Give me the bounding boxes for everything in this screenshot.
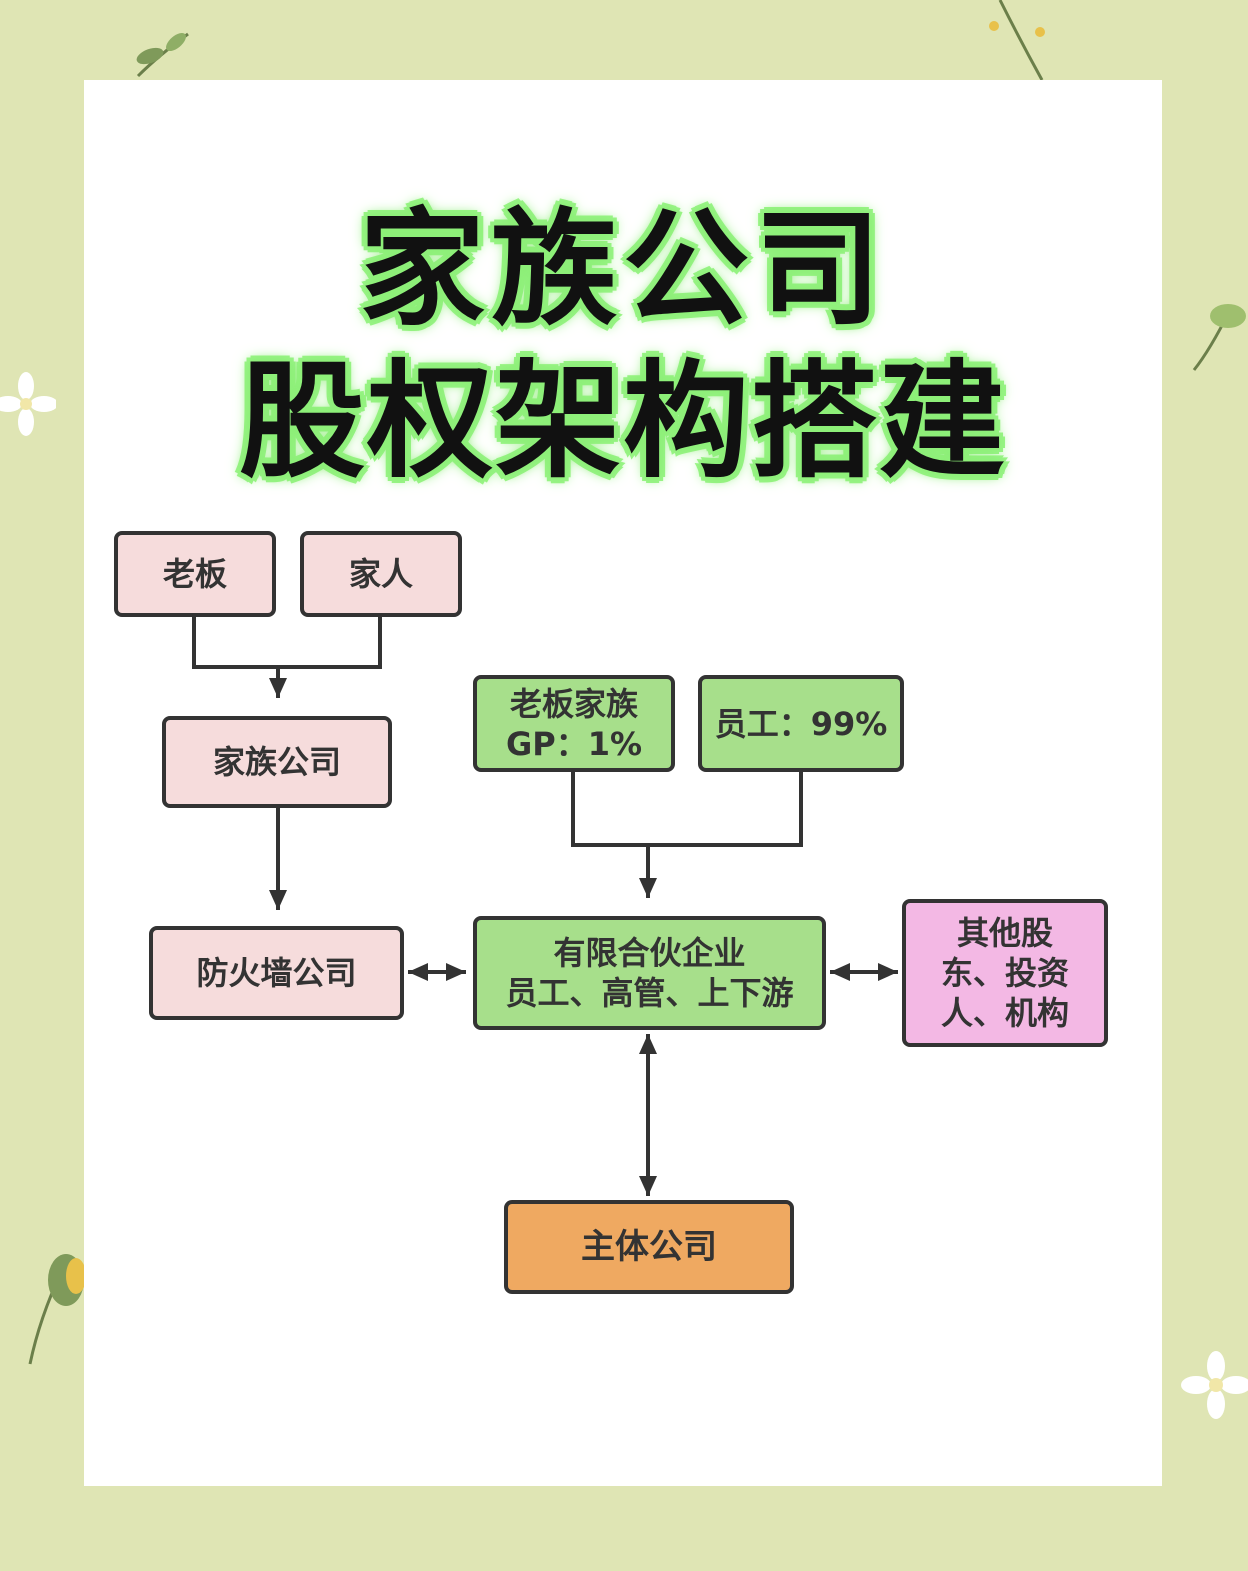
node-main-company-label: 主体公司: [581, 1226, 717, 1267]
node-family: 家人: [300, 531, 462, 617]
node-boss-family-gp: 老板家族 GP：1%: [473, 675, 675, 772]
connector-boss-family: [192, 615, 382, 669]
node-family-company-label: 家族公司: [212, 743, 341, 781]
node-family-label: 家人: [348, 555, 413, 593]
leaf-sprig-icon: [136, 32, 189, 78]
page-title-line-2: 股权架构搭建: [239, 348, 1007, 495]
branch-icon: [989, 0, 1045, 80]
flower-icon: [1181, 1351, 1248, 1419]
bud-icon: [28, 1254, 84, 1365]
node-employees-label: 员工：99%: [714, 704, 888, 743]
node-limited-partnership-line-1: 有限合伙企业: [553, 934, 746, 972]
node-boss-family-gp-line-1: 老板家族: [509, 684, 638, 723]
node-boss: 老板: [114, 531, 276, 617]
node-other-shareholders: 其他股 东、投资 人、机构: [902, 899, 1108, 1047]
bud-icon: [1192, 304, 1246, 371]
node-boss-label: 老板: [162, 555, 227, 593]
connector-gp-employees: [571, 772, 803, 847]
node-other-shareholders-line-1: 其他股: [956, 914, 1053, 952]
node-boss-family-gp-line-2: GP：1%: [505, 724, 643, 763]
node-employees: 员工：99%: [698, 675, 904, 772]
flower-icon: [0, 372, 56, 436]
page-title-line-1: 家族公司: [359, 196, 887, 343]
node-main-company: 主体公司: [504, 1200, 794, 1294]
node-firewall-company-label: 防火墙公司: [196, 954, 357, 992]
node-other-shareholders-line-3: 人、机构: [940, 994, 1069, 1032]
node-family-company: 家族公司: [162, 716, 392, 808]
node-firewall-company: 防火墙公司: [149, 926, 404, 1020]
node-limited-partnership: 有限合伙企业 员工、高管、上下游: [473, 916, 826, 1030]
node-limited-partnership-line-2: 员工、高管、上下游: [505, 974, 794, 1012]
node-other-shareholders-line-2: 东、投资: [940, 954, 1069, 992]
